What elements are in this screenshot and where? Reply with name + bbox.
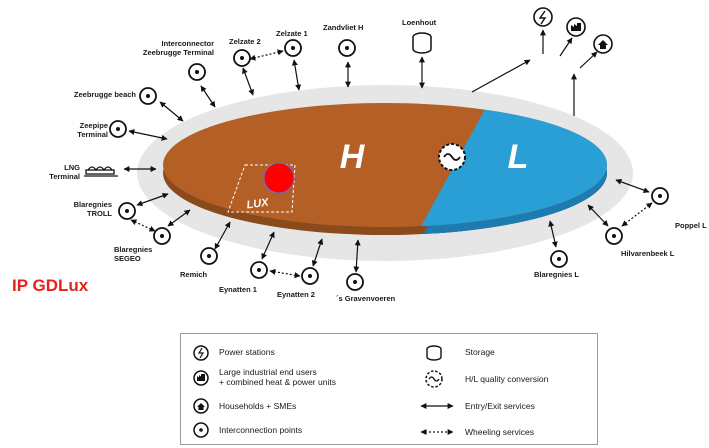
label-gravenvoeren: ´s Gravenvoeren <box>336 294 396 303</box>
label-zandvliet: Zandvliet H <box>323 23 364 32</box>
legend-interconnection: Interconnection points <box>219 425 303 435</box>
ip-gdlux-label: IP GDLux <box>12 276 89 295</box>
hl-conversion-icon <box>438 143 466 171</box>
interconnection-point-dot <box>125 209 129 213</box>
arrow-eynatten1 <box>261 231 275 260</box>
label-blaregnies-troll: Blaregnies TROLL <box>73 200 112 218</box>
arrow-remich <box>214 221 231 250</box>
arrow-blaregnies-l <box>548 220 558 248</box>
label-loenhout: Loenhout <box>402 18 437 27</box>
interconnection-point-dot <box>195 70 199 74</box>
legend-power-icon <box>193 345 209 361</box>
label-zelzate2: Zelzate 2 <box>229 37 261 46</box>
arrow-blaregnies-segeo <box>167 209 191 227</box>
interconnection-point-dot <box>345 46 349 50</box>
label-blaregnies-segeo: Blaregnies SEGEO <box>114 245 153 263</box>
legend-households: Households + SMEs <box>219 401 297 411</box>
wheeling-blaregnies <box>130 219 156 232</box>
power-station-icon <box>533 7 553 27</box>
low-zone <box>418 103 607 227</box>
interconnection-point-dot <box>207 254 211 258</box>
arrow-to-industrial <box>559 37 573 57</box>
interconnection-point-dot <box>160 234 164 238</box>
households-icon <box>593 34 613 54</box>
interconnection-point-dot <box>353 280 357 284</box>
legend-power: Power stations <box>219 347 275 357</box>
wheeling-eynatten <box>269 268 301 279</box>
arrow-poppel <box>615 179 650 193</box>
label-lng: LNG Terminal <box>49 163 80 181</box>
label-remich: Remich <box>180 270 208 279</box>
label-zeepipe: Zeepipe Terminal <box>77 121 108 139</box>
legend: Power stations Large industrial end user… <box>180 333 598 445</box>
legend-conversion: H/L quality conversion <box>465 374 549 384</box>
interconnection-point-dot <box>291 46 295 50</box>
interconnection-point-dot <box>308 274 312 278</box>
legend-households-icon <box>193 398 209 414</box>
interconnection-point-dot <box>658 194 662 198</box>
legend-symbols-right <box>420 345 454 435</box>
arrow-hilvarenbeek <box>587 204 609 227</box>
interconnection-point-dot <box>146 94 150 98</box>
lux-zone-outline <box>227 164 296 213</box>
lng-terminal-icon <box>84 166 118 177</box>
interconnection-point-dot <box>612 234 616 238</box>
arrow-blaregnies-troll <box>136 192 169 207</box>
legend-wheeling: Wheeling services <box>465 427 534 437</box>
zone-h-label: H <box>340 138 366 176</box>
interconnection-point-dot <box>116 127 120 131</box>
wheeling-zelzate <box>249 49 284 61</box>
arrow-zelzate1 <box>291 59 302 91</box>
arrow-to-households <box>579 51 598 69</box>
label-blaregnies-l: Blaregnies L <box>534 270 580 279</box>
interconnection-point-dot <box>557 257 561 261</box>
interconnection-point-dot <box>240 56 244 60</box>
label-eynatten1: Eynatten 1 <box>219 285 257 294</box>
zone-l-label: L <box>508 138 529 176</box>
wheeling-poppel <box>621 202 653 227</box>
storage-icon <box>412 32 432 54</box>
industrial-user-icon <box>566 17 586 37</box>
label-zeebrugge-beach: Zeebrugge beach <box>73 90 136 99</box>
interconnection-point-dot <box>257 268 261 272</box>
label-poppel: Poppel L <box>675 221 707 230</box>
label-interconnector: Interconnector Zeebrugge Terminal <box>142 39 214 57</box>
label-hilvarenbeek: Hilvarenbeek L <box>621 249 675 258</box>
arrow-gravenvoeren <box>353 239 361 273</box>
arrow-eynatten2 <box>311 238 324 267</box>
legend-industrial-icon <box>193 370 209 386</box>
arrow-interconnector <box>200 85 216 108</box>
lux-label: LUX <box>246 196 270 211</box>
legend-industrial: Large industrial end users + combined he… <box>219 367 336 387</box>
legend-entry-exit: Entry/Exit services <box>465 401 535 411</box>
legend-storage-icon <box>426 345 442 361</box>
arrow-zelzate2 <box>242 67 254 96</box>
legend-storage: Storage <box>465 347 495 357</box>
arrow-h-consumer <box>471 59 531 93</box>
lux-marker <box>263 162 295 194</box>
arrow-zeebrugge-beach <box>159 101 184 122</box>
legend-symbols-left <box>193 345 209 438</box>
label-eynatten2: Eynatten 2 <box>277 290 315 299</box>
label-zelzate1: Zelzate 1 <box>276 29 308 38</box>
legend-interconnection-icon <box>193 422 209 438</box>
legend-conversion-icon <box>425 370 443 388</box>
arrow-zeepipe <box>128 129 168 141</box>
